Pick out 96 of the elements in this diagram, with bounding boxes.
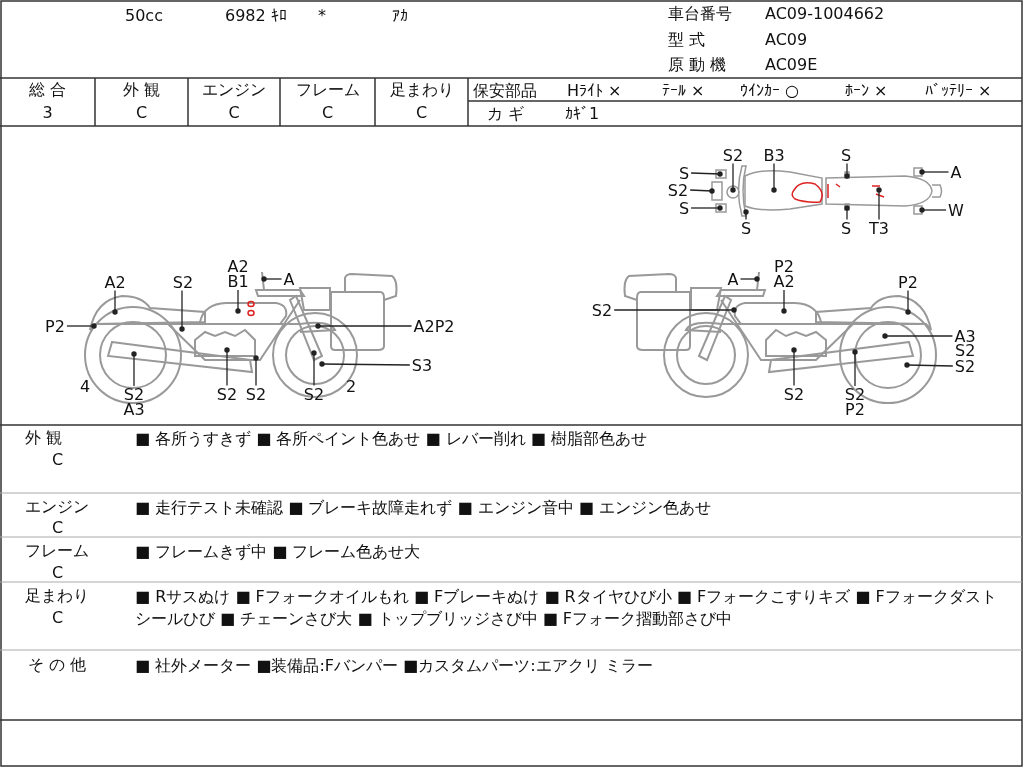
damage-code-label: S [678, 200, 690, 216]
grade-value: C [52, 518, 64, 538]
remark-text: ■ 走行テスト未確認 ■ ブレーキ故障走れず ■ エンジン音中 ■ エンジン色あせ [135, 497, 713, 519]
field-value: AC09E [765, 55, 818, 75]
check-item: ﾎｰﾝ × [845, 81, 888, 101]
leader-line [690, 171, 723, 177]
damage-code-label: W [948, 202, 964, 218]
remark-text: ■ 社外メーター ■装備品:Fバンパー ■カスタムパーツ:エアクリ ミラー [135, 655, 654, 677]
field-label: カ ギ [487, 104, 525, 124]
leader-line [689, 188, 715, 194]
grade-value: C [52, 450, 64, 470]
grade-value: C [52, 608, 64, 628]
check-item: ﾊﾞｯﾃﾘｰ × [925, 81, 992, 101]
damage-code-label: A2P2 [413, 318, 455, 334]
section-heading: 足まわり [25, 586, 89, 606]
damage-code-label: S2 [722, 147, 744, 163]
table-header: エンジン [201, 80, 267, 100]
damage-code-label: S [740, 220, 752, 236]
leader-line [179, 289, 185, 332]
leader-line [739, 276, 760, 282]
leader-line [882, 333, 954, 339]
damage-code-label: S2 [955, 341, 976, 360]
section-heading: フレーム [25, 541, 89, 561]
table-header: 保安部品 [473, 81, 537, 101]
motorcycle-top-view-drawing [711, 165, 943, 217]
tire-mark: 2 [346, 377, 357, 397]
leader-line [919, 207, 947, 213]
table-header: 総 合 [27, 80, 68, 100]
leader-line [690, 205, 723, 211]
leader-line [613, 307, 737, 313]
leader-line [112, 289, 118, 315]
table-header: 足まわり [388, 80, 455, 100]
damage-code-label: S2 A3 [123, 387, 145, 417]
check-item: ｳｲﾝｶｰ ○ [740, 81, 800, 101]
damage-code-label: S3 [411, 357, 433, 373]
section-heading: 外 観 [25, 428, 63, 448]
leader-line [319, 361, 411, 367]
damage-code-label: S [840, 147, 852, 163]
leader-line [844, 162, 850, 179]
header-text: * [318, 6, 326, 26]
damage-code-label: T3 [869, 220, 889, 236]
damage-code-label: B3 [763, 147, 785, 163]
remark-text: ■ フレームきず中 ■ フレーム色あせ大 [135, 541, 422, 563]
leader-line [781, 289, 787, 314]
grade-value: C [52, 563, 64, 583]
damage-code-label: A3 [954, 328, 976, 344]
leader-line [905, 289, 911, 315]
section-heading: エンジン [25, 497, 89, 517]
leader-line [315, 323, 413, 329]
damage-code-label: S [840, 220, 852, 236]
remark-text: ■ Rサスぬけ ■ Fフォークオイルもれ ■ Fブレーキぬけ ■ Rタイヤひび小 ■ Fフォークこすりキズ ■ Fフォークダストシールひび ■ チェーンさび大 ■ トップブリッジさび中 ■ Fフォーク摺動部さび中 [135, 586, 998, 630]
field-value: ｶｷﾞ1 [565, 104, 600, 124]
damage-code-label: S2 [954, 358, 976, 374]
leader-line [730, 162, 736, 193]
leader-line [904, 362, 954, 368]
leader-line [791, 347, 797, 387]
leader-line [743, 209, 749, 221]
damage-code-label: A [950, 164, 962, 180]
header-text: 6982 ｷﾛ [225, 6, 287, 26]
motorcycle-drawing [623, 271, 937, 404]
grade-value: 3 [41, 103, 54, 123]
leader-line [844, 205, 850, 221]
leader-line [235, 289, 241, 314]
damage-code-label: A2 B1 [227, 259, 249, 289]
tire-mark: 4 [80, 377, 91, 397]
header-text: ｱｶ [392, 6, 408, 26]
leader-line [876, 187, 882, 221]
table-header: 外 観 [121, 80, 162, 100]
grade-value: C [414, 103, 429, 123]
grade-value: C [320, 103, 335, 123]
header-text: 50cc [125, 6, 163, 26]
damage-code-label: S2 [667, 182, 689, 198]
leader-line [66, 323, 97, 329]
leader-line [771, 162, 777, 193]
field-label: 型 式 [668, 30, 706, 50]
field-label: 原 動 機 [668, 55, 727, 75]
damage-code-label: P2 A2 [773, 259, 795, 289]
grade-value: C [227, 103, 241, 123]
damage-code-label: P2 [45, 318, 65, 334]
remark-text: ■ 各所うすきず ■ 各所ペイント色あせ ■ レバー削れ ■ 樹脂部色あせ [135, 428, 649, 450]
damage-code-label: S2 [591, 302, 613, 318]
section-heading: そ の 他 [28, 655, 87, 675]
check-item: Hﾗｲﾄ × [567, 81, 622, 101]
damage-code-label: S2 P2 [844, 387, 866, 417]
field-label: 車台番号 [668, 4, 732, 24]
damage-code-label: S [678, 165, 690, 181]
check-item: ﾃｰﾙ × [662, 81, 705, 101]
leader-line [261, 276, 283, 282]
leader-line [919, 169, 950, 175]
leader-line [852, 349, 858, 387]
grade-value: C [134, 103, 149, 123]
leader-line [253, 355, 259, 387]
field-value: AC09 [765, 30, 808, 50]
table-header: フレーム [294, 80, 361, 100]
leader-line [224, 347, 230, 387]
field-value: AC09-1004662 [765, 4, 885, 24]
